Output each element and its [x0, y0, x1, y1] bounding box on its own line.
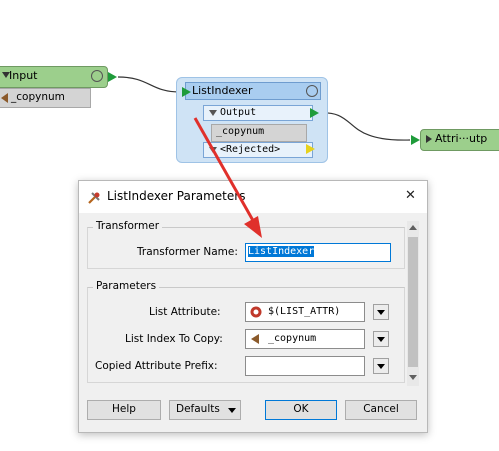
list-index-label: List Index To Copy:	[125, 333, 223, 345]
listindexer-attribute-label: _copynum	[216, 126, 265, 137]
parameter-icon	[249, 305, 263, 319]
list-index-value: _copynum	[268, 333, 317, 344]
help-button-label: Help	[112, 403, 136, 415]
attr-node-input-port[interactable]	[411, 135, 420, 145]
close-icon[interactable]: ✕	[405, 188, 416, 203]
list-index-dropdown[interactable]	[373, 331, 389, 347]
dialog-title: ListIndexer Parameters	[107, 189, 246, 203]
transformer-name-label: Transformer Name:	[137, 246, 238, 258]
input-node-title: Input	[9, 69, 38, 82]
transformer-icon	[87, 190, 101, 204]
listindexer-node[interactable]: ListIndexer Output _copynum <Rejected>	[176, 77, 328, 163]
listindexer-title: ListIndexer	[192, 84, 253, 97]
gear-icon[interactable]	[91, 70, 103, 82]
transformer-name-input[interactable]: ListIndexer	[245, 243, 391, 262]
listindexer-input-port[interactable]	[182, 87, 191, 97]
list-attribute-dropdown[interactable]	[373, 304, 389, 320]
list-index-field[interactable]: _copynum	[245, 329, 365, 349]
listindexer-output-row[interactable]: Output	[203, 105, 313, 121]
listindexer-output-port[interactable]	[310, 108, 319, 118]
ok-button[interactable]: OK	[265, 400, 337, 420]
help-button[interactable]: Help	[87, 400, 161, 420]
attribute-icon	[251, 334, 259, 344]
scroll-up-icon[interactable]	[409, 225, 417, 230]
attr-node-collapse-icon[interactable]	[426, 135, 432, 143]
listindexer-rejected-port[interactable]	[306, 144, 315, 154]
scrollbar-thumb[interactable]	[408, 237, 418, 367]
input-node[interactable]: Input	[0, 66, 108, 88]
transformer-group-legend: Transformer	[93, 220, 163, 232]
connection-input-to-listindexer	[117, 76, 181, 93]
list-attribute-label: List Attribute:	[149, 306, 221, 318]
input-node-collapse-icon[interactable]	[2, 72, 10, 78]
gear-icon[interactable]	[306, 85, 318, 97]
prefix-dropdown[interactable]	[373, 358, 389, 374]
list-attribute-value: $(LIST_ATTR)	[268, 306, 341, 317]
output-collapse-icon[interactable]	[209, 110, 217, 116]
attr-node[interactable]: Attri···utp	[420, 129, 499, 151]
input-node-attribute-row: _copynum	[0, 88, 91, 108]
prefix-label: Copied Attribute Prefix:	[95, 360, 218, 372]
defaults-button-label: Defaults	[176, 403, 220, 415]
cancel-button[interactable]: Cancel	[345, 400, 417, 420]
attribute-icon	[1, 93, 8, 103]
chevron-down-icon	[228, 408, 236, 413]
parameters-group	[87, 287, 405, 383]
defaults-button[interactable]: Defaults	[169, 400, 241, 420]
transformer-name-value: ListIndexer	[248, 246, 315, 257]
input-node-attribute-label: _copynum	[11, 91, 65, 103]
ok-button-label: OK	[293, 403, 309, 415]
transformer-group	[87, 227, 405, 269]
parameters-scrollbar[interactable]	[407, 221, 419, 386]
attr-node-title: Attri···utp	[435, 132, 488, 145]
connection-output-to-attri	[317, 112, 411, 141]
prefix-field[interactable]	[245, 356, 365, 376]
dialog-titlebar[interactable]: ListIndexer Parameters ✕	[79, 181, 427, 213]
list-attribute-field[interactable]: $(LIST_ATTR)	[245, 302, 365, 322]
scroll-down-icon[interactable]	[409, 375, 417, 380]
rejected-port-label: <Rejected>	[220, 144, 281, 155]
listindexer-attribute-row: _copynum	[211, 124, 307, 142]
input-node-output-port[interactable]	[108, 72, 117, 82]
listindexer-header[interactable]: ListIndexer	[185, 82, 321, 100]
parameters-group-legend: Parameters	[93, 280, 160, 292]
output-port-label: Output	[220, 107, 257, 118]
cancel-button-label: Cancel	[363, 403, 399, 415]
